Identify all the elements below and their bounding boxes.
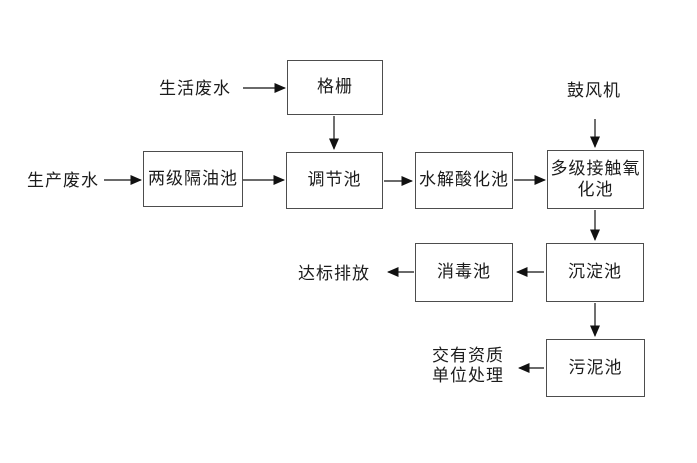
node-oil-separator-tank: 两级隔油池 xyxy=(143,151,243,207)
node-disinfection-label: 消毒池 xyxy=(437,262,491,282)
label-discharge-to-standard: 达标排放 xyxy=(298,264,370,284)
node-sedimentation-tank: 沉淀池 xyxy=(546,243,644,302)
node-screen-tank: 格栅 xyxy=(287,60,383,115)
node-oxidation-label-line1: 多级接触氧 xyxy=(550,158,641,179)
label-production-wastewater: 生产废水 xyxy=(27,171,99,191)
node-sludge-tank: 污泥池 xyxy=(546,339,645,397)
label-domestic-wastewater: 生活废水 xyxy=(159,79,231,99)
node-oxidation-label-line2: 化池 xyxy=(577,179,614,200)
node-oil-separator-label: 两级隔油池 xyxy=(148,168,238,189)
node-regulating-tank: 调节池 xyxy=(286,152,383,209)
node-sludge-label: 污泥池 xyxy=(568,357,623,378)
label-qualified-unit-disposal: 交有资质 单位处理 xyxy=(432,346,508,386)
label-qualified-unit-line1: 交有资质 xyxy=(432,346,504,366)
label-qualified-unit-line2: 单位处理 xyxy=(432,366,504,386)
node-sedimentation-label: 沉淀池 xyxy=(568,262,622,282)
node-regulating-label: 调节池 xyxy=(307,170,362,190)
node-disinfection-tank: 消毒池 xyxy=(415,243,513,302)
label-blower: 鼓风机 xyxy=(567,81,621,101)
node-screen-label: 格栅 xyxy=(317,77,353,97)
node-contact-oxidation-tank: 多级接触氧 化池 xyxy=(547,150,644,209)
node-hydrolysis-acidification-tank: 水解酸化池 xyxy=(415,152,513,209)
node-hydrolysis-label: 水解酸化池 xyxy=(419,170,509,190)
